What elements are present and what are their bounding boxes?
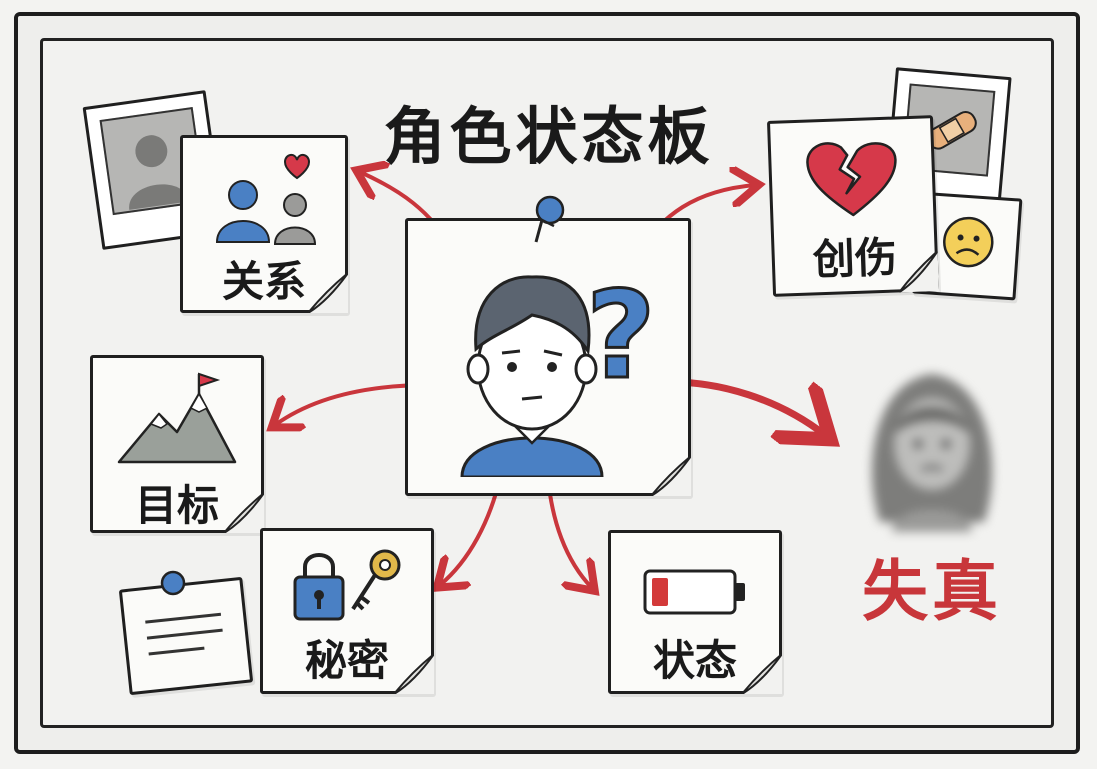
text-lines-icon [145,612,223,656]
note-trauma: 创伤 [766,115,940,297]
polaroid-photo-right [884,67,1012,211]
page-curl-icon [394,654,434,694]
person-silhouette-icon [129,135,189,210]
note-status-label: 状态 [652,636,737,685]
push-pin-icon [160,570,186,596]
note-goal-label: 目标 [134,481,219,530]
mountain-flag-icon [117,372,237,464]
note-secret: 秘密 [260,528,434,694]
page-curl-icon [742,654,782,694]
board-title: 角色状态板 [383,100,714,173]
note-character: ? [405,218,691,496]
note-relations-label: 关系 [221,257,306,306]
note-sad-face [911,191,1023,301]
polaroid-photo-left [82,90,226,250]
sad-face-icon [943,216,994,268]
push-pin-icon [534,195,565,243]
note-relations: 关系 [180,135,348,313]
confused-person-icon [460,275,604,477]
question-mark-icon: ? [585,267,658,406]
note-status: 状态 [608,530,782,694]
blurred-woman-icon [871,374,993,532]
page-curl-icon [898,251,940,293]
page-curl-icon [308,273,348,313]
note-secret-label: 秘密 [304,636,389,685]
note-goal: 目标 [90,355,264,533]
people-heart-icon [215,154,317,245]
page-curl-icon [224,493,264,533]
note-lined-memo [118,576,254,696]
lock-key-icon [293,549,401,621]
bandage-icon [926,110,977,150]
page-curl-icon [651,456,691,496]
low-battery-icon [643,569,745,615]
distortion-label: 失真 [862,553,1002,630]
broken-heart-icon [806,142,897,217]
